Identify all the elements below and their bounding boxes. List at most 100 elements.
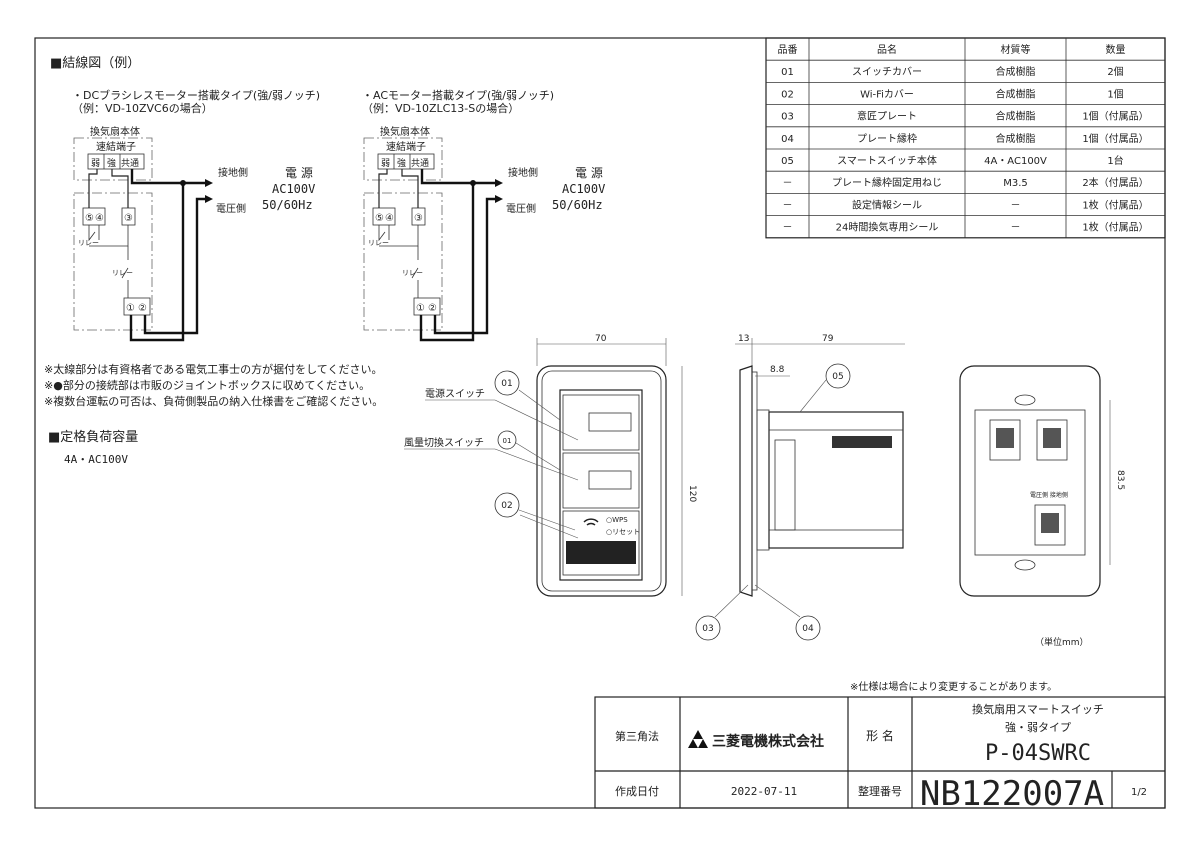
table-cell: M3.5 — [1003, 178, 1028, 189]
table-cell: － — [783, 200, 793, 211]
back-view: 電圧側 接地側 83.5 （単位mm） — [959, 365, 1125, 648]
wiring-heading: ■結線図（例） — [50, 55, 140, 71]
reset-label: ○リセット — [606, 528, 640, 536]
wiring-diagram-dc: 換気扇本体 速結端子 弱 強 共通 ⑤ ④ ③ ① ② リレー リレー 接地側 … — [73, 125, 315, 342]
term-2: ② — [138, 303, 147, 314]
term-2: ② — [428, 303, 437, 314]
term-5: ⑤ — [375, 213, 384, 224]
table-cell: プレート縁枠 — [857, 132, 917, 145]
table-cell: 合成樹脂 — [996, 110, 1036, 123]
terminal-common: 共通 — [121, 158, 139, 169]
table-header: 数量 — [1106, 43, 1126, 56]
ac-example: （例：VD-10ZLC13-Sの場合） — [362, 101, 519, 115]
power-frequency: 50/60Hz — [262, 198, 313, 212]
dc-example: （例：VD-10ZVC6の場合） — [72, 101, 213, 115]
page-number: 1/2 — [1131, 787, 1147, 798]
term-1: ① — [416, 303, 425, 314]
table-cell: スマートスイッチ本体 — [837, 154, 937, 167]
callout-circle — [695, 615, 721, 641]
ground-side-label: 接地側 — [218, 166, 248, 179]
table-cell: 2本（付属品） — [1082, 176, 1148, 189]
front-view: 70 120 ○WPS ○リセット 電源スイッチ 風量切換スイッチ — [404, 334, 697, 597]
model-label: 形 名 — [866, 728, 894, 743]
term-3: ③ — [414, 213, 423, 224]
unit-label: （単位mm） — [1035, 636, 1089, 648]
table-cell: 合成樹脂 — [996, 65, 1036, 78]
power-voltage: AC100V — [562, 182, 605, 196]
term-1: ① — [126, 303, 135, 314]
callout-number: 05 — [832, 372, 843, 382]
voltage-side-label: 電圧側 — [506, 202, 536, 215]
wifi-icon — [583, 518, 599, 526]
table-cell: 合成樹脂 — [996, 87, 1036, 100]
rating-heading: ■定格負荷容量 — [48, 429, 138, 445]
relay-label: リレー — [78, 239, 99, 247]
callout-number: 01 — [503, 437, 512, 445]
note-2: ※●部分の接続部は市販のジョイントボックスに収めてください。 — [44, 378, 370, 392]
callout-circle — [795, 615, 821, 641]
terminal-label: 速結端子 — [96, 140, 136, 153]
callout-number: 02 — [501, 501, 512, 511]
callout-number: 04 — [802, 624, 814, 634]
callout-circle — [825, 363, 851, 389]
table-cell: 05 — [781, 156, 794, 167]
table-cell: 24時間換気専用シール — [836, 221, 939, 234]
model-number: P-04SWRC — [985, 741, 1091, 766]
title-block: 第三角法 三菱電機株式会社 形 名 換気扇用スマートスイッチ 強・弱タイプ P-… — [594, 696, 1166, 814]
table-cell: 04 — [781, 134, 794, 145]
power-voltage: AC100V — [272, 182, 315, 196]
table-cell: 1個（付属品） — [1082, 132, 1148, 145]
note-3: ※複数台運転の可否は、負荷側製品の納入仕様書をご確認ください。 — [44, 394, 383, 408]
terminal-weak: 弱 — [381, 158, 390, 169]
side-view: 13 79 8.8 — [735, 334, 905, 597]
power-label: 電 源 — [575, 166, 603, 180]
table-cell: 1枚（付属品） — [1082, 221, 1148, 234]
projection-label: 第三角法 — [615, 729, 659, 743]
terminal-label: 速結端子 — [386, 140, 426, 153]
callout-number: 01 — [501, 379, 512, 389]
power-frequency: 50/60Hz — [552, 198, 603, 212]
table-cell: 03 — [781, 112, 794, 123]
table-cell: － — [1011, 200, 1021, 211]
table-cell: 02 — [781, 89, 794, 100]
table-cell: 01 — [781, 67, 794, 78]
fan-switch-label: 風量切換スイッチ — [404, 437, 484, 449]
relay-label: リレー — [368, 239, 389, 247]
fan-body-label: 換気扇本体 — [380, 125, 430, 138]
dim-offset: 8.8 — [770, 365, 785, 375]
table-cell: － — [1011, 223, 1021, 234]
relay-label: リレー — [112, 269, 133, 277]
table-cell: Wi-Fiカバー — [860, 88, 914, 100]
table-cell: 2個 — [1107, 65, 1123, 78]
term-4: ④ — [385, 213, 394, 224]
table-header: 材質等 — [1001, 43, 1031, 56]
voltage-side-label: 電圧側 — [216, 202, 246, 215]
dim-pitch: 83.5 — [1115, 470, 1125, 490]
callout-circle — [497, 430, 517, 450]
terminal-labels: 電圧側 接地側 — [1030, 491, 1068, 499]
wiring-diagram-ac: 換気扇本体 速結端子 弱 強 共通 ⑤ ④ ③ ① ② リレー リレー 接地側 … — [363, 125, 605, 342]
term-3: ③ — [124, 213, 133, 224]
dim-depth2: 79 — [822, 334, 834, 344]
wps-label: ○WPS — [606, 516, 628, 524]
terminal-strong: 強 — [397, 157, 406, 169]
table-header: 品番 — [778, 44, 798, 56]
term-5: ⑤ — [85, 213, 94, 224]
callout-circle — [494, 492, 520, 518]
doc-number: NB122007A — [920, 774, 1104, 814]
company-name: 三菱電機株式会社 — [712, 733, 824, 750]
ground-side-label: 接地側 — [508, 166, 538, 179]
terminal-strong: 強 — [107, 157, 116, 169]
power-switch-label: 電源スイッチ — [425, 387, 485, 400]
doc-no-label: 整理番号 — [858, 784, 902, 798]
dim-depth1: 13 — [738, 334, 749, 344]
table-cell: 1枚（付属品） — [1082, 198, 1148, 211]
terminal-weak: 弱 — [91, 158, 100, 169]
table-cell: スイッチカバー — [852, 66, 922, 78]
spec-note: ※仕様は場合により変更することがあります。 — [850, 680, 1057, 693]
table-cell: 設定情報シール — [852, 198, 922, 211]
table-cell: － — [783, 178, 793, 189]
